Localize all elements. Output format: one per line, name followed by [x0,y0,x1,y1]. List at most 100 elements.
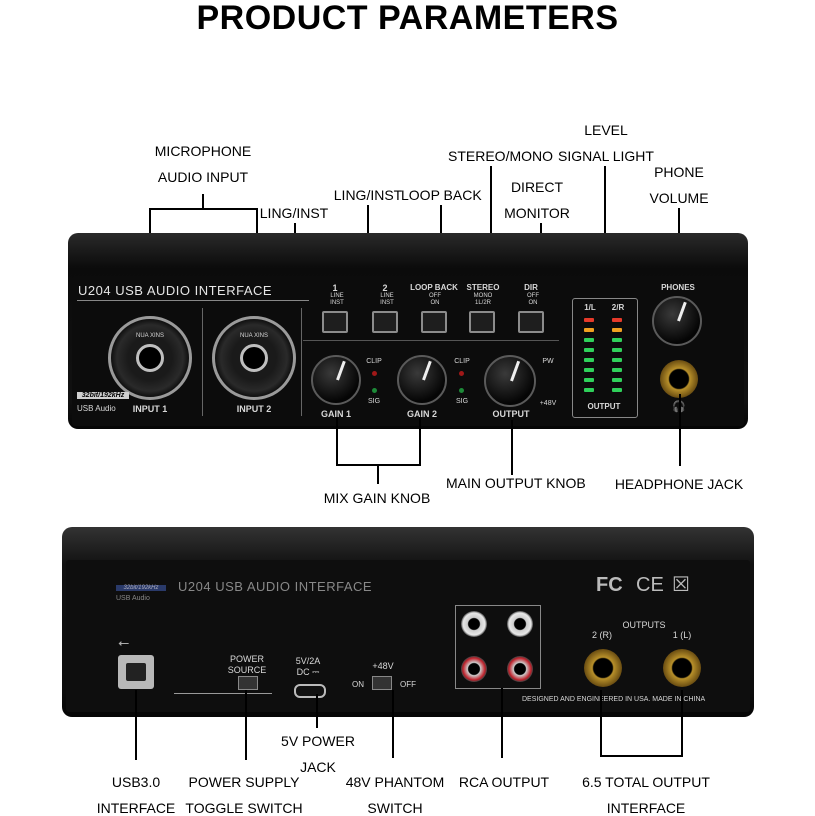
meter-r-label: 2/R [611,303,625,312]
usb-c-power-jack[interactable] [294,684,326,698]
output-label: OUTPUT [492,409,530,419]
usb-label-1: USB3.0 [111,774,161,790]
meter-led [612,378,622,382]
front-model-label: U204 USB AUDIO INTERFACE [78,283,273,298]
loop-back-button[interactable] [421,311,447,333]
direct-monitor-button[interactable] [518,311,544,333]
dir-off: OFF [527,293,539,299]
phantom-switch[interactable] [372,676,392,690]
inst-2: INST [380,300,394,306]
rca-red-left[interactable] [461,656,487,682]
back-on-label: ON [352,680,364,689]
back-model-label: U204 USB AUDIO INTERFACE [178,579,373,594]
headphone-jack[interactable] [660,360,698,398]
dc-label-2: DC ⎓ [296,667,320,677]
back-bit-badge: 32bit/192kHz [116,585,166,591]
meter-led [584,358,594,362]
gain-1-knob[interactable] [311,355,361,405]
power-jack-label-1: 5V POWER [281,733,355,749]
out-1l-label: 1 (L) [672,630,692,640]
xlr-brand-1: NUA XINS [135,333,164,339]
power-jack-label-2: JACK [300,759,336,775]
meter-led [612,338,622,342]
rca-red-right[interactable] [507,656,533,682]
dc-label-1: 5V/2A [295,656,321,666]
main-output-label: MAIN OUTPUT KNOB [446,475,586,491]
meter-led [612,328,622,332]
ch1-label: 1 [332,283,338,293]
headphone-jack-label: HEADPHONE JACK [614,476,744,492]
phones-label: PHONES [661,283,695,292]
input-2-xlr-jack[interactable] [212,316,296,400]
microphone-label-1: MICROPHONE [154,143,252,159]
lr-label: 1L/2R [474,300,491,306]
meter-led [584,388,594,392]
direct-monitor-label-1: DIRECT [510,179,564,195]
dir-panel-label: DIR [524,283,538,292]
phone-volume-label-2: VOLUME [649,190,709,206]
meter-led [612,348,622,352]
rca-white-right[interactable] [507,611,533,637]
total-output-label-1: 6.5 TOTAL OUTPUT [582,774,710,790]
line-inst-2-button[interactable] [372,311,398,333]
bit-badge: 32bit/192kHz [77,392,129,399]
meter-led [584,318,594,322]
meter-led [584,328,594,332]
dir-on: ON [528,300,538,306]
sig-2: SIG [455,398,469,405]
phones-volume-knob[interactable] [652,296,702,346]
gain-2-label: GAIN 2 [406,409,437,419]
meter-led [584,378,594,382]
output-2r-jack[interactable] [584,649,622,687]
mono-label: MONO [473,293,493,299]
stereo-panel-label: STEREO [466,283,500,292]
power-supply-label-1: POWER SUPPLY [188,774,300,790]
meter-led [612,358,622,362]
rca-white-left[interactable] [461,611,487,637]
loop-off: OFF [429,293,441,299]
usb-icon: ⭠ [118,634,130,650]
line-inst-1-button[interactable] [322,311,348,333]
output-1l-jack[interactable] [663,649,701,687]
line-2: LINE [380,293,394,299]
back-48v-label: +48V [372,661,394,671]
weee-icon: ☒ [672,574,690,596]
gain-2-knob[interactable] [397,355,447,405]
power-source-label-1: POWER [229,654,264,664]
meter-l-label: 1/L [584,303,596,312]
ch2-label: 2 [382,283,388,293]
loop-back-label: LOOP BACK [401,187,482,203]
back-usb-audio: USB Audio [116,595,150,602]
total-output-label-2: INTERFACE [606,800,686,816]
usb-b-port[interactable] [118,655,154,689]
meter-output-label: OUTPUT [587,402,621,411]
clip-2-led [459,371,464,376]
headphone-icon: 🎧 [668,400,690,413]
meter-led [584,348,594,352]
loopback-panel-label: LOOP BACK [410,283,458,292]
clip-1-led [372,371,377,376]
clip-1: CLIP [366,358,382,365]
meter-led [612,368,622,372]
stereo-mono-button[interactable] [469,311,495,333]
stereo-mono-label: STEREO/MONO [448,148,554,164]
input-1-xlr-jack[interactable] [108,316,192,400]
phone-volume-label-1: PHONE [654,164,704,180]
output-knob[interactable] [484,355,536,407]
meter-led [584,338,594,342]
sig-1-led [372,388,377,393]
power-source-label-2: SOURCE [227,665,267,675]
phantom-label-1: 48V PHANTOM [345,774,445,790]
usb-audio-label: USB Audio [77,404,116,413]
power-source-switch[interactable] [238,676,258,690]
plus48v-label: +48V [539,400,557,407]
loop-on: ON [430,300,440,306]
gain-1-label: GAIN 1 [320,409,351,419]
fc-logo: FC [596,574,623,596]
inst-1: INST [330,300,344,306]
level-signal-label-2: SIGNAL LIGHT [558,148,654,164]
meter-led [612,318,622,322]
power-supply-label-2: TOGGLE SWITCH [185,800,303,816]
ling-inst-2-label: LING/INST [333,187,403,203]
page-title: PRODUCT PARAMETERS [196,0,619,37]
